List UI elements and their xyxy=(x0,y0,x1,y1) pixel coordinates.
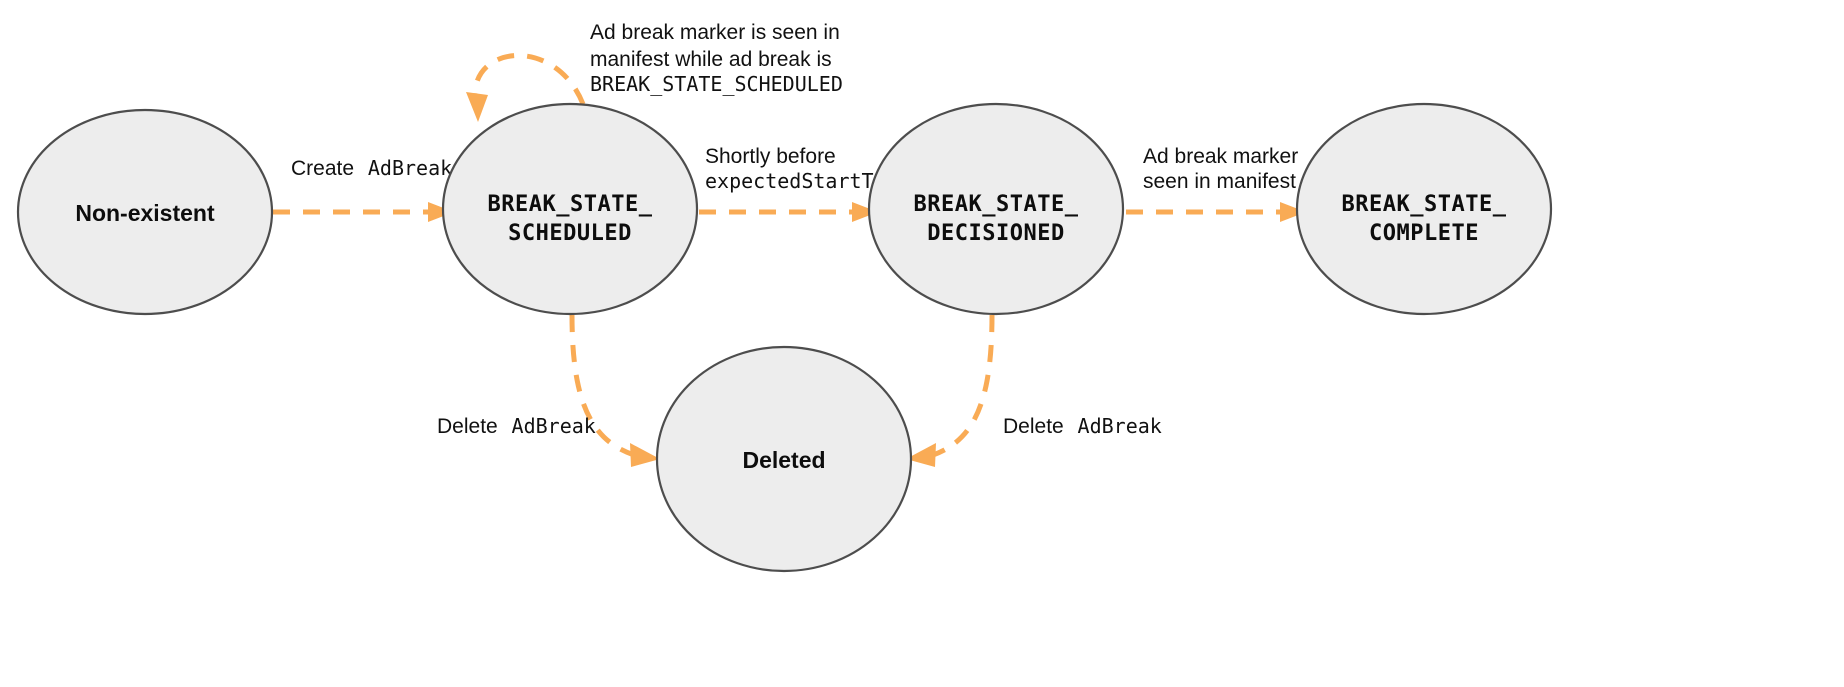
node-deleted-label: Deleted xyxy=(742,447,825,473)
edge-create-adbreak-label-sans: Create xyxy=(291,157,354,180)
edge-self-loop-label-line1: Ad break marker is seen in xyxy=(590,21,840,44)
node-non-existent[interactable]: Non-existent xyxy=(16,108,274,316)
edge-create-adbreak-label: Create AdBreak xyxy=(291,156,452,180)
node-break-state-complete-shape[interactable] xyxy=(1295,102,1553,316)
edge-scheduled-to-decisioned-arrowhead xyxy=(852,202,878,222)
edge-decisioned-to-deleted: Delete AdBreak xyxy=(906,314,1162,467)
node-non-existent-label: Non-existent xyxy=(75,200,215,226)
edge-delete-right-sans: Delete xyxy=(1003,415,1064,438)
node-break-state-complete[interactable]: BREAK_STATE_ COMPLETE xyxy=(1295,102,1553,316)
edge-create-adbreak-label-mono: AdBreak xyxy=(368,156,452,180)
node-deleted-shape[interactable] xyxy=(655,345,913,573)
node-break-state-decisioned-label-line1: BREAK_STATE_ xyxy=(914,192,1079,217)
edge-delete-adbreak-right-label: Delete AdBreak xyxy=(1003,414,1162,438)
edge-create-adbreak-arrowhead xyxy=(428,202,454,222)
edge-create-adbreak: Create AdBreak xyxy=(273,156,454,222)
edge-delete-left-sans: Delete xyxy=(437,415,498,438)
node-non-existent-shape[interactable] xyxy=(16,108,274,316)
edge-delete-right-mono: AdBreak xyxy=(1078,414,1162,438)
edge-self-loop-scheduled-arrowhead xyxy=(466,92,488,122)
edge-marker-seen-label-line1: Ad break marker xyxy=(1143,145,1298,168)
node-break-state-complete-label-line1: BREAK_STATE_ xyxy=(1342,192,1507,217)
edge-delete-adbreak-left-label: Delete AdBreak xyxy=(437,414,596,438)
edge-scheduled-to-deleted-line xyxy=(569,314,635,458)
edge-marker-seen-label-line2: seen in manifest xyxy=(1143,170,1296,193)
edge-delete-left-mono: AdBreak xyxy=(512,414,596,438)
edge-self-loop-scheduled: Ad break marker is seen in manifest whil… xyxy=(466,21,843,122)
node-break-state-scheduled-label-line1: BREAK_STATE_ xyxy=(488,192,653,217)
edge-scheduled-to-deleted-arrowhead xyxy=(630,443,660,467)
edge-self-loop-label-line2: manifest while ad break is xyxy=(590,48,832,71)
edge-self-loop-label-line3: BREAK_STATE_SCHEDULED xyxy=(590,72,843,96)
node-break-state-decisioned[interactable]: BREAK_STATE_ DECISIONED xyxy=(867,102,1125,316)
node-break-state-scheduled-shape[interactable] xyxy=(441,102,699,316)
edge-scheduled-to-deleted: Delete AdBreak xyxy=(437,314,660,467)
node-deleted[interactable]: Deleted xyxy=(655,345,913,573)
edge-decisioned-to-complete: Ad break marker seen in manifest xyxy=(1126,145,1306,222)
node-break-state-complete-label-line2: COMPLETE xyxy=(1369,221,1479,246)
edge-decisioned-to-deleted-line xyxy=(932,314,995,458)
node-break-state-decisioned-label-line2: DECISIONED xyxy=(927,221,1064,246)
node-break-state-scheduled-label-line2: SCHEDULED xyxy=(508,221,632,246)
edge-decisioned-to-deleted-arrowhead xyxy=(906,443,936,467)
node-break-state-decisioned-shape[interactable] xyxy=(867,102,1125,316)
edge-scheduled-to-decisioned: Shortly before expectedStartTime xyxy=(699,145,910,222)
edge-decisioned-to-complete-arrowhead xyxy=(1280,202,1306,222)
edge-shortly-before-label-line1: Shortly before xyxy=(705,145,836,168)
edge-self-loop-scheduled-line xyxy=(472,53,586,105)
node-break-state-scheduled[interactable]: BREAK_STATE_ SCHEDULED xyxy=(441,102,699,316)
